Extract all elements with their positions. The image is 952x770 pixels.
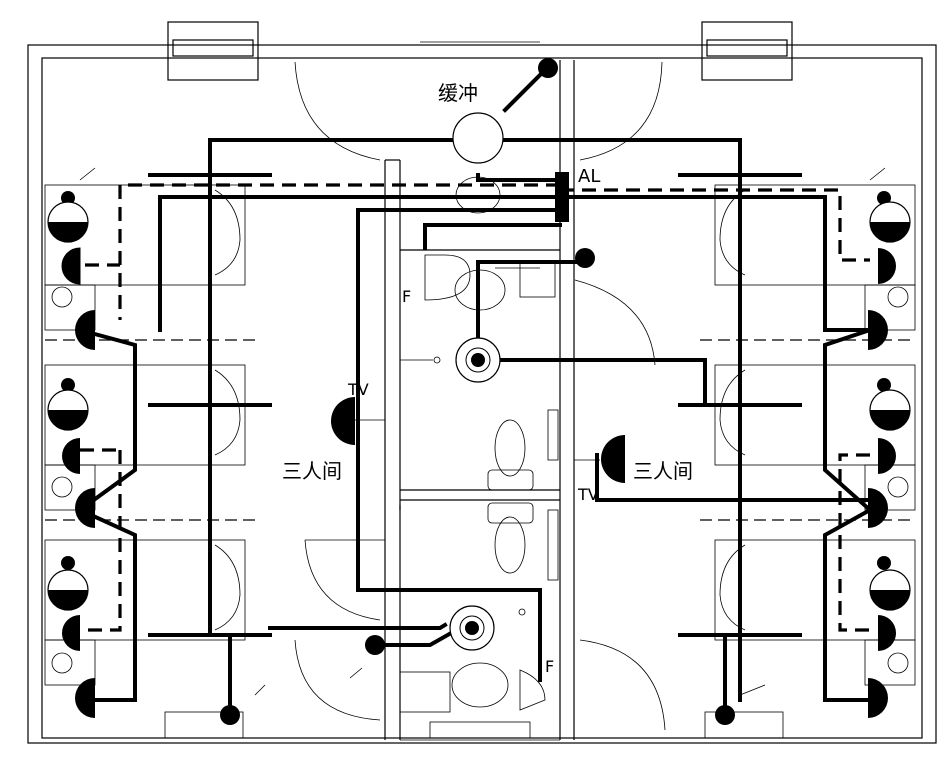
right-room-label: 三人间: [633, 459, 693, 483]
left-room-label: 三人间: [282, 459, 342, 483]
socket-icon: [868, 310, 888, 350]
fan-upper-label: F: [402, 287, 411, 306]
junction-dot-icon: [538, 58, 558, 78]
socket-icon: [61, 247, 81, 285]
tv-socket-right-icon: [601, 435, 625, 483]
tv-left-label: TV: [347, 380, 369, 399]
bed-lamp-icon: [869, 201, 911, 243]
bed-lamp-icon: [869, 389, 911, 431]
socket-icon: [62, 615, 80, 651]
tv-sockets: [331, 397, 625, 483]
junction-dots: [61, 58, 891, 725]
buffer-room-label: 缓冲: [438, 81, 478, 105]
left-bed-lamps: [47, 201, 89, 611]
bed-lamp-icon: [869, 569, 911, 611]
door-swings: [294, 61, 666, 731]
junction-dot-icon: [715, 705, 735, 725]
socket-icon: [75, 488, 95, 528]
socket-icon: [62, 438, 80, 474]
dashed-wiring: [80, 183, 870, 632]
walls: [27, 21, 937, 744]
fan-lower-label: F: [545, 657, 554, 676]
tv-right-label: TV: [577, 485, 599, 504]
bed-lamp-icon: [47, 569, 89, 611]
tv-socket-left-icon: [331, 397, 355, 445]
junction-dot-icon: [220, 705, 240, 725]
bed-lamp-icon: [47, 201, 89, 243]
socket-icon: [75, 310, 95, 350]
socket-icon: [878, 615, 896, 651]
lower-bath-ceiling-light-icon: [449, 605, 495, 651]
ceiling-lights: [449, 112, 504, 651]
socket-icon: [868, 678, 888, 718]
distribution-panel-al: AL: [555, 166, 600, 222]
panel-label: AL: [578, 166, 600, 187]
buffer-ceiling-light-icon: [452, 112, 504, 214]
socket-icon: [878, 438, 896, 474]
bath-ceiling-light-icon: [455, 337, 501, 383]
socket-icon: [75, 678, 95, 718]
bed-lamp-icon: [47, 389, 89, 431]
furniture: [44, 184, 916, 713]
switch-marks: [79, 167, 886, 696]
right-sockets: [868, 248, 909, 718]
socket-icon: [878, 248, 896, 284]
socket-icon: [868, 488, 888, 528]
junction-dot-icon: [365, 635, 385, 655]
right-bed-lamps: [869, 201, 911, 611]
left-sockets: [51, 247, 95, 718]
junction-dot-icon: [575, 248, 595, 268]
